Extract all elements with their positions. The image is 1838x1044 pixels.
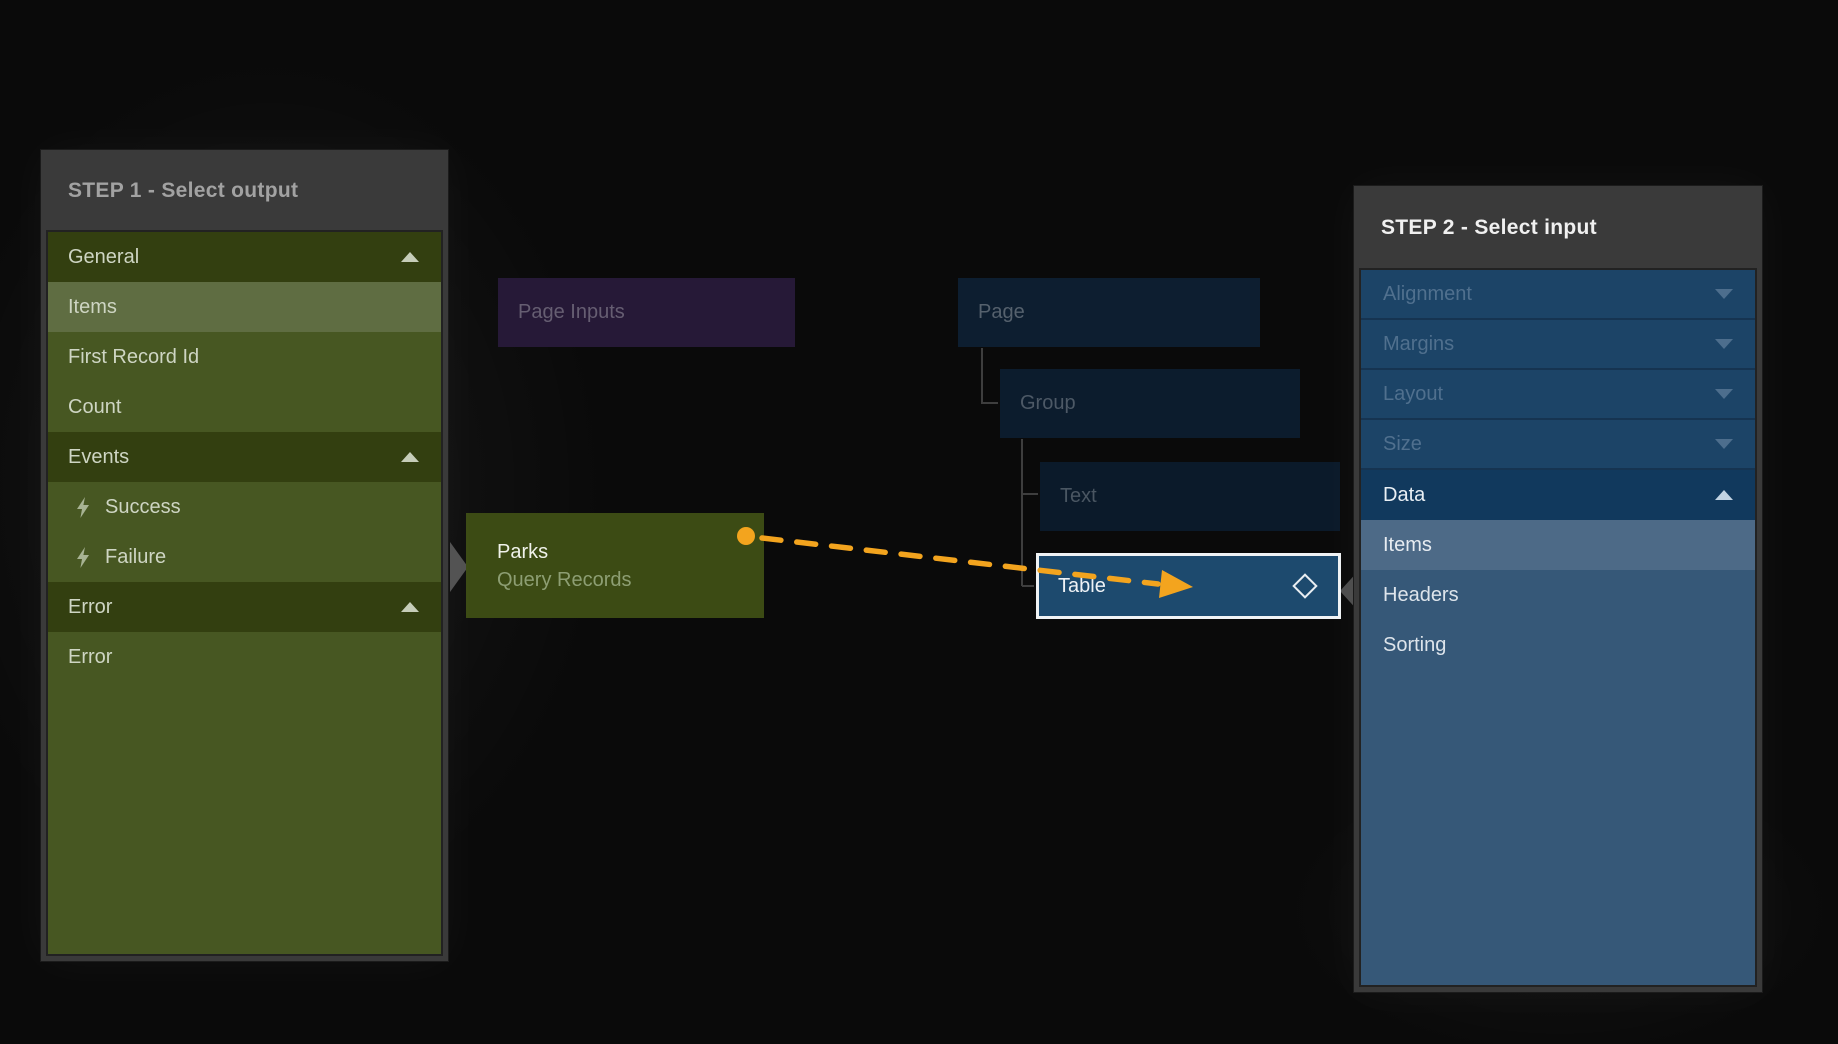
- input-group-label: Data: [1383, 483, 1426, 506]
- output-item-items[interactable]: Items: [48, 282, 441, 332]
- input-item-label: Headers: [1383, 583, 1459, 606]
- node-text[interactable]: Text: [1040, 462, 1340, 531]
- lightning-icon: [76, 496, 91, 518]
- chevron-up-icon: [1715, 490, 1733, 500]
- input-group-data[interactable]: Data: [1361, 470, 1755, 520]
- step1-panel-header: STEP 1 - Select output: [41, 150, 448, 232]
- step2-input-list: Alignment Margins Layout Size Data Items: [1361, 270, 1755, 985]
- step1-title: STEP 1 - Select output: [68, 179, 299, 202]
- output-item-success[interactable]: Success: [48, 482, 441, 532]
- chevron-up-icon: [401, 252, 419, 262]
- step1-panel: STEP 1 - Select output General Items Fir…: [41, 150, 448, 961]
- node-label: Page: [978, 301, 1025, 323]
- output-item-label: Success: [105, 495, 181, 518]
- node-label: Group: [1020, 392, 1076, 414]
- step2-panel-header: STEP 2 - Select input: [1354, 186, 1762, 270]
- step1-output-list: General Items First Record Id Count Even…: [48, 232, 441, 954]
- output-group-label: Events: [68, 445, 130, 468]
- chevron-down-icon: [1715, 389, 1733, 399]
- output-item-label: Failure: [105, 545, 167, 568]
- output-item-label: Count: [68, 395, 122, 418]
- node-group[interactable]: Group: [1000, 369, 1300, 438]
- input-item-items[interactable]: Items: [1361, 520, 1755, 570]
- input-item-label: Sorting: [1383, 633, 1447, 656]
- output-item-first-record-id[interactable]: First Record Id: [48, 332, 441, 382]
- output-group-label: General: [68, 245, 140, 268]
- input-item-sorting[interactable]: Sorting: [1361, 620, 1755, 670]
- chevron-up-icon: [401, 602, 419, 612]
- output-group-events[interactable]: Events: [48, 432, 441, 482]
- step2-panel: STEP 2 - Select input Alignment Margins …: [1354, 186, 1762, 992]
- input-group-layout[interactable]: Layout: [1361, 370, 1755, 420]
- node-label: Table: [1058, 574, 1106, 597]
- node-title: Parks: [497, 540, 549, 563]
- node-parks-query-records[interactable]: Parks Query Records: [466, 513, 764, 618]
- chevron-up-icon: [401, 452, 419, 462]
- node-page-inputs[interactable]: Page Inputs: [498, 278, 795, 347]
- input-group-size[interactable]: Size: [1361, 420, 1755, 470]
- node-page[interactable]: Page: [958, 278, 1260, 347]
- output-item-error[interactable]: Error: [48, 632, 441, 682]
- output-item-failure[interactable]: Failure: [48, 532, 441, 582]
- node-table[interactable]: Table: [1036, 553, 1341, 619]
- input-item-label: Items: [1383, 533, 1432, 556]
- chevron-down-icon: [1715, 289, 1733, 299]
- lightning-icon: [76, 546, 91, 568]
- chevron-down-icon: [1715, 439, 1733, 449]
- input-group-label: Size: [1383, 432, 1422, 455]
- chevron-down-icon: [1715, 339, 1733, 349]
- step2-title: STEP 2 - Select input: [1381, 216, 1597, 239]
- input-group-label: Alignment: [1383, 282, 1472, 305]
- output-item-count[interactable]: Count: [48, 382, 441, 432]
- input-group-label: Layout: [1383, 382, 1444, 405]
- output-item-label: Error: [68, 645, 113, 668]
- input-group-alignment[interactable]: Alignment: [1361, 270, 1755, 320]
- node-label: Page Inputs: [518, 301, 625, 323]
- output-group-error[interactable]: Error: [48, 582, 441, 632]
- output-group-label: Error: [68, 595, 113, 618]
- node-subtitle: Query Records: [497, 568, 632, 591]
- input-group-margins[interactable]: Margins: [1361, 320, 1755, 370]
- input-group-label: Margins: [1383, 332, 1455, 355]
- input-item-headers[interactable]: Headers: [1361, 570, 1755, 620]
- output-item-label: Items: [68, 295, 117, 318]
- node-label: Text: [1060, 485, 1097, 507]
- diamond-icon: [1292, 573, 1318, 599]
- output-item-label: First Record Id: [68, 345, 200, 368]
- output-group-general[interactable]: General: [48, 232, 441, 282]
